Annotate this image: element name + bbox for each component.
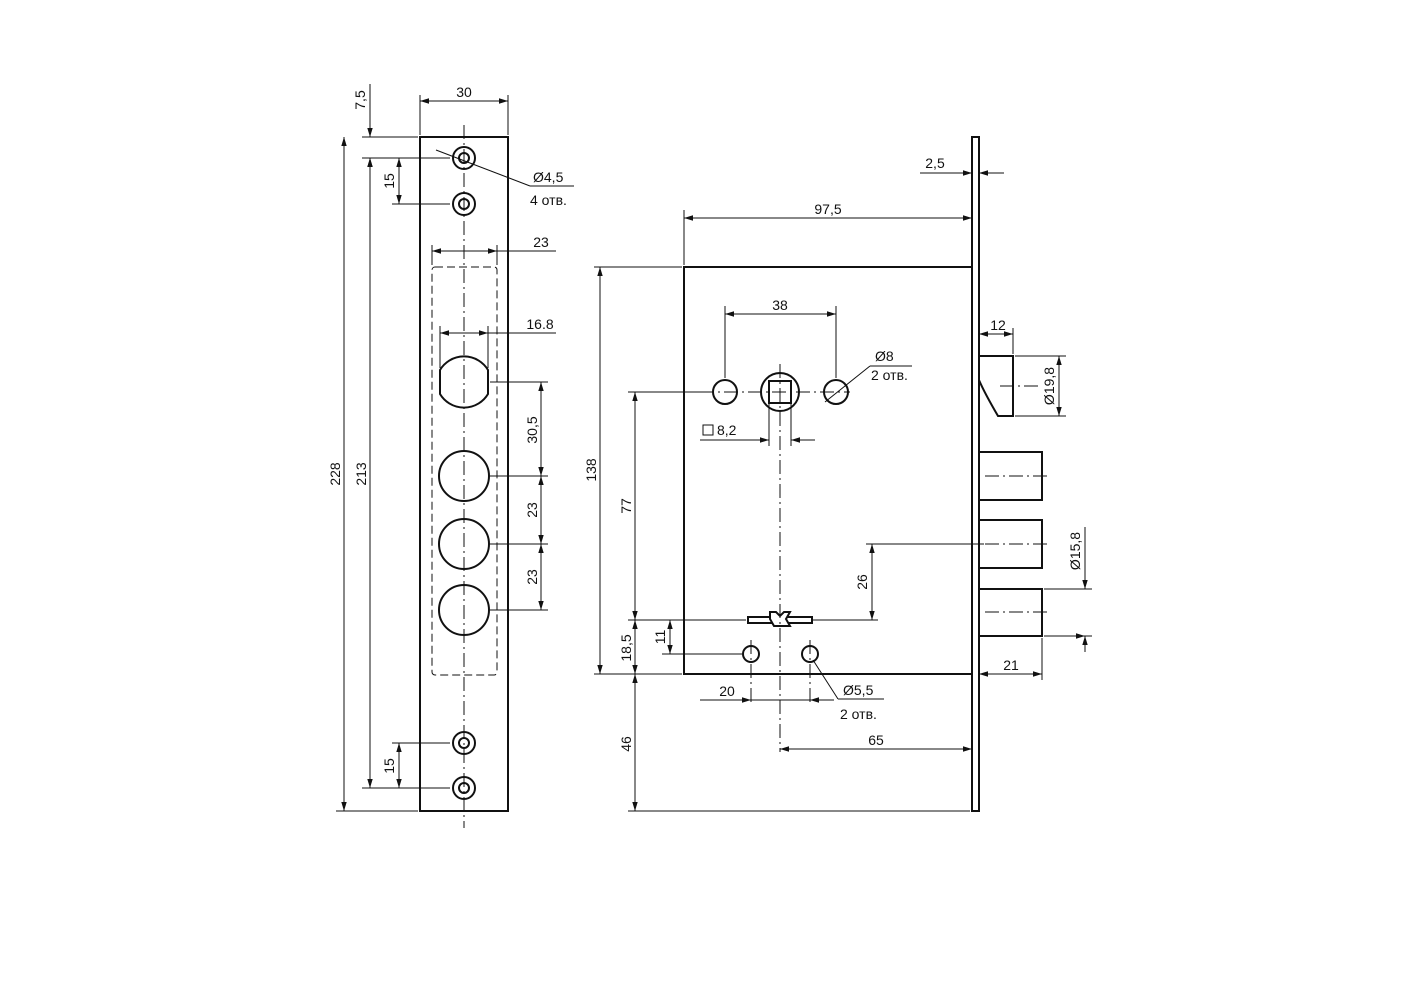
- dim-bolt-pitch-1-label: 23: [524, 502, 540, 518]
- faceplate-latch-opening: [439, 355, 489, 409]
- dim-total-length-label: 228: [327, 462, 343, 486]
- dim-hole-span-label: 213: [353, 462, 369, 486]
- dim-key-backset-label: 65: [868, 732, 884, 748]
- dim-pin-pitch-label: 38: [772, 297, 788, 313]
- dim-square-label: 8,2: [717, 422, 737, 438]
- dim-faceplate-width-label: 30: [456, 84, 472, 100]
- pin-note-count: 2 отв.: [871, 367, 908, 383]
- dim-plate-thickness-label: 2,5: [925, 155, 945, 171]
- dim-bolt-projection-label: 21: [1003, 657, 1019, 673]
- lock-body-view: 97,5 2,5 138 77 18,5 46 11 38: [583, 136, 1092, 812]
- faceplate-bolt-opening: [438, 518, 490, 570]
- faceplate-mount-hole: [452, 731, 476, 755]
- faceplate-mount-hole: [452, 776, 476, 800]
- dim-hole-pitch-bottom-label: 15: [381, 758, 397, 774]
- lock-case-outline: [683, 266, 973, 675]
- body-hole-note-diameter: Ø5,5: [843, 682, 874, 698]
- dim-hole-pitch-top-label: 15: [381, 173, 397, 189]
- square-symbol: [702, 424, 714, 436]
- hole-note-diameter: Ø4,5: [533, 169, 564, 185]
- dim-hole-pitch-label: 20: [719, 683, 735, 699]
- dim-bolt-dia-label: Ø15,8: [1067, 532, 1083, 570]
- front-plate: [971, 136, 980, 812]
- dim-latch-to-bolt-label: 30,5: [524, 416, 540, 443]
- dim-bolt-pitch-2-label: 23: [524, 569, 540, 585]
- faceplate-bolt-opening: [438, 584, 490, 636]
- dim-latch-projection-label: 12: [990, 317, 1006, 333]
- body-hole-note-count: 2 отв.: [840, 706, 877, 722]
- dim-backset-label: 97,5: [814, 201, 841, 217]
- faceplate-view: 30 7,5 228 213 15 15 23 16.8: [327, 84, 574, 828]
- pin-note-leader: [824, 365, 871, 403]
- faceplate-mount-hole: [452, 192, 476, 216]
- dim-top-offset-label: 7,5: [352, 90, 368, 110]
- pin-note-diameter: Ø8: [875, 348, 894, 364]
- dim-key-to-holes-label: 11: [652, 630, 668, 645]
- hole-note-leader: [435, 149, 531, 187]
- dim-latch-width-label: 16.8: [526, 316, 553, 332]
- dim-case-height-label: 138: [583, 458, 599, 482]
- faceplate-hidden-cutout: [431, 266, 498, 676]
- dim-key-height-label: 18,5: [618, 634, 634, 661]
- hole-note-count: 4 отв.: [530, 192, 567, 208]
- dim-latch-dia-label: Ø19,8: [1041, 367, 1057, 405]
- dim-cutout-width-label: 23: [533, 234, 549, 250]
- dim-bottom-offset-label: 46: [618, 736, 634, 752]
- dim-spindle-height-label: 77: [618, 498, 634, 514]
- latch-bolt: [978, 355, 1014, 417]
- faceplate-mount-hole: [452, 146, 476, 170]
- dim-bolt-to-key-label: 26: [854, 574, 870, 590]
- faceplate-bolt-opening: [438, 450, 490, 502]
- hole-note-leader: [812, 659, 839, 700]
